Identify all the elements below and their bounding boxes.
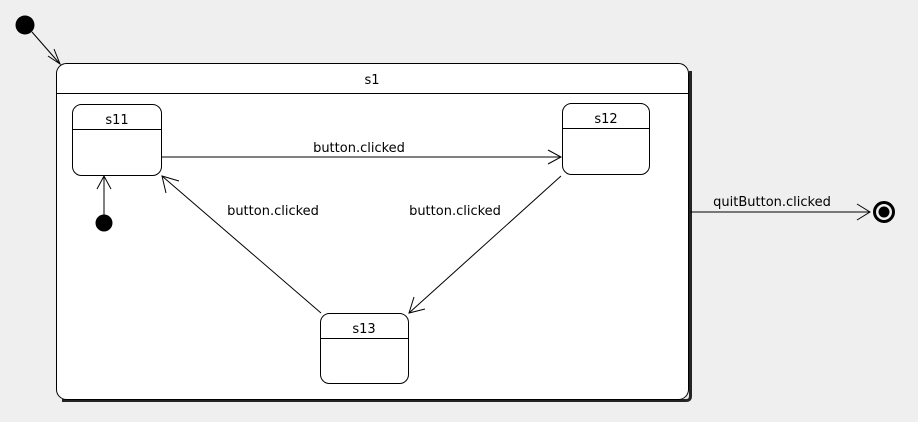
transition-initial-to-s1-arrowhead — [47, 48, 62, 66]
transition-s13-to-s11[interactable]: button.clicked — [161, 175, 322, 314]
transition-s1-to-final-label: quitButton.clicked — [713, 195, 831, 210]
final-state[interactable] — [873, 201, 895, 223]
state-s11[interactable]: s11 — [72, 104, 162, 176]
s1-box[interactable] — [56, 63, 689, 400]
s12-box[interactable] — [562, 103, 650, 175]
transition-initial-to-s1[interactable] — [31, 31, 62, 66]
s13-box[interactable] — [320, 313, 409, 384]
transition-s13-to-s11-label: button.clicked — [227, 204, 319, 219]
s1-title: s1 — [364, 73, 379, 88]
transition-s1-to-final-arrowhead — [856, 203, 871, 221]
transition-initial-to-s11-arrowhead — [96, 174, 112, 190]
transition-initial-to-s1-line[interactable] — [31, 31, 61, 65]
final-state-dot[interactable] — [878, 206, 890, 218]
transition-s11-to-s12-arrowhead — [547, 149, 563, 165]
transition-s12-to-s13-line[interactable] — [408, 175, 562, 314]
initial-state-inner[interactable] — [95, 214, 113, 232]
transition-s12-to-s13-arrowhead — [408, 296, 426, 314]
s11-title: s11 — [105, 113, 128, 128]
state-s13[interactable]: s13 — [320, 313, 409, 384]
transition-s1-to-final[interactable]: quitButton.clicked — [690, 195, 871, 221]
final-state-ring[interactable] — [873, 201, 895, 223]
initial-state-inner-dot[interactable] — [95, 214, 113, 232]
s11-box[interactable] — [72, 104, 162, 176]
initial-state-outer[interactable] — [15, 15, 35, 35]
transition-s13-to-s11-arrowhead — [161, 175, 180, 194]
transition-s11-to-s12[interactable]: button.clicked — [162, 141, 563, 165]
s12-title: s12 — [594, 112, 617, 127]
composite-state-s1[interactable]: s1 — [56, 63, 689, 400]
transition-s12-to-s13[interactable]: button.clicked — [408, 175, 562, 314]
transition-s13-to-s11-line[interactable] — [161, 175, 322, 314]
state-s12[interactable]: s12 — [562, 103, 650, 175]
transition-initial-to-s11[interactable] — [96, 174, 112, 215]
initial-state-dot[interactable] — [15, 15, 35, 35]
transition-s12-to-s13-label: button.clicked — [409, 204, 501, 219]
s13-title: s13 — [352, 322, 375, 337]
transition-s11-to-s12-label: button.clicked — [313, 141, 405, 156]
